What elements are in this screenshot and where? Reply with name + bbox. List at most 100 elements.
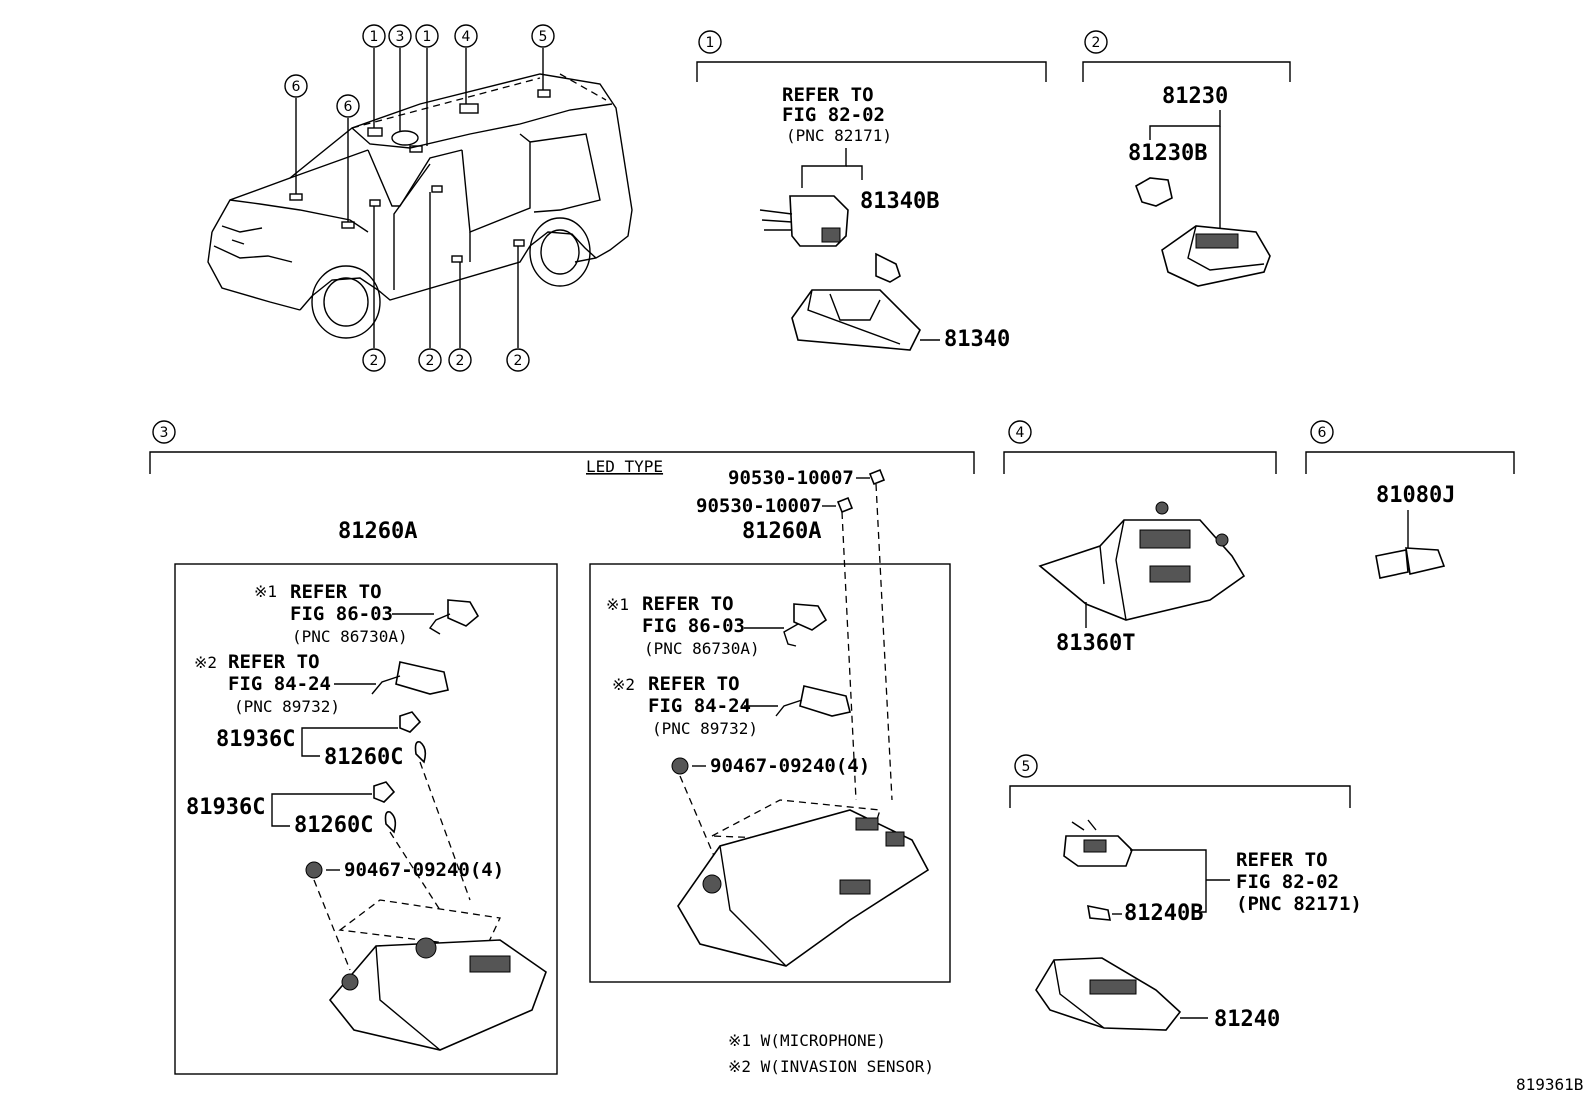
svg-text:(PNC 89732): (PNC 89732) <box>234 697 340 716</box>
section-5-cargo-lamp: 5 REFER TO FIG 82-02 (PNC 82171) 81240B … <box>1009 754 1362 1032</box>
svg-text:5: 5 <box>1022 759 1031 775</box>
svg-text:※2: ※2 <box>194 653 217 672</box>
screw-icon <box>305 861 323 879</box>
svg-text:4: 4 <box>1016 425 1025 441</box>
assembly-part-number: 81260A <box>338 519 417 544</box>
vehicle-illustration <box>207 48 633 348</box>
microphone-icon <box>783 603 828 647</box>
svg-text:3: 3 <box>396 29 405 45</box>
svg-text:2: 2 <box>426 353 435 369</box>
svg-text:FIG 84-24: FIG 84-24 <box>228 673 331 695</box>
part-number: 90467-09240(4) <box>710 755 870 777</box>
callout-circle: 1 <box>415 24 439 48</box>
section-6-footwell-lamp: 6 81080J <box>1305 420 1515 579</box>
svg-text:1: 1 <box>423 29 432 45</box>
assembly-part-number: 81260A <box>742 519 821 544</box>
part-number: 90530-10007 <box>728 467 854 489</box>
part-number: 81340B <box>860 189 939 214</box>
pnc-ref: (PNC 82171) <box>786 126 892 145</box>
svg-text:(PNC 86730A): (PNC 86730A) <box>292 627 408 646</box>
invasion-sensor-icon <box>371 661 449 695</box>
part-number: 81936C <box>186 795 265 820</box>
section-1-map-lamp: 1 REFER TO FIG 82-02 (PNC 82171) 81340B … <box>696 30 1047 352</box>
part-number: 81230B <box>1128 141 1207 166</box>
part-number: 81260C <box>324 745 403 770</box>
callout-circle: 6 <box>336 94 360 118</box>
svg-text:6: 6 <box>1318 425 1327 441</box>
room-lamp-body-icon <box>677 809 930 967</box>
bulb-icon <box>1135 177 1173 207</box>
pnc-ref: (PNC 82171) <box>1236 893 1362 915</box>
callout-circle: 6 <box>284 74 308 98</box>
section-4-console-lamp: 4 81360T <box>1003 420 1277 656</box>
assembly-box <box>174 563 558 1075</box>
callout-circle: 5 <box>531 24 555 48</box>
part-number: 81230 <box>1162 84 1228 109</box>
svg-text:2: 2 <box>1092 35 1101 51</box>
svg-text:5: 5 <box>539 29 548 45</box>
switch-part-icon <box>1063 819 1133 867</box>
svg-text:※1: ※1 <box>606 595 629 614</box>
callout-circle: 2 <box>506 348 530 372</box>
svg-text:REFER TO: REFER TO <box>642 593 734 615</box>
svg-text:※1: ※1 <box>254 582 277 601</box>
svg-text:REFER TO: REFER TO <box>290 581 382 603</box>
callout-circle: 2 <box>448 348 472 372</box>
part-number: 90530-10007 <box>696 495 822 517</box>
section-2-courtesy-lamp: 2 81230 81230B <box>1082 30 1291 287</box>
clip-icon <box>868 468 886 486</box>
section-3-room-lamp: 3 LED TYPE 81260A ※1 REFER TO FIG 86-03 … <box>149 420 975 1076</box>
svg-text:6: 6 <box>292 79 301 95</box>
part-number: 81240B <box>1124 901 1203 926</box>
part-number: 81340 <box>944 327 1010 352</box>
svg-text:FIG 84-24: FIG 84-24 <box>648 695 751 717</box>
courtesy-lamp-icon <box>1161 225 1271 287</box>
cargo-lamp-housing-icon <box>1035 957 1182 1031</box>
part-number: 81360T <box>1056 631 1135 656</box>
footwell-lamp-icon <box>1375 547 1446 579</box>
bulb-icon <box>384 810 397 834</box>
svg-text:REFER TO: REFER TO <box>228 651 320 673</box>
figure-id: 819361B <box>1516 1075 1583 1094</box>
svg-text:2: 2 <box>370 353 379 369</box>
svg-text:REFER TO: REFER TO <box>648 673 740 695</box>
part-number: 81080J <box>1376 483 1455 508</box>
svg-text:6: 6 <box>344 99 353 115</box>
microphone-icon <box>428 599 480 635</box>
bulb-icon <box>1087 904 1111 921</box>
callout-circle: 2 <box>362 348 386 372</box>
svg-text:1: 1 <box>706 35 715 51</box>
callout-circle: 2 <box>418 348 442 372</box>
svg-text:(PNC 86730A): (PNC 86730A) <box>644 639 760 658</box>
invasion-sensor-icon <box>775 685 851 717</box>
svg-text:2: 2 <box>456 353 465 369</box>
screw-icon <box>671 757 689 775</box>
led-type-label: LED TYPE <box>586 457 663 476</box>
svg-text:3: 3 <box>160 425 169 441</box>
part-number: 90467-09240(4) <box>344 859 504 881</box>
part-number: 81936C <box>216 727 295 752</box>
callout-circle: 3 <box>388 24 412 48</box>
room-lamp-body-icon <box>328 937 547 1051</box>
socket-icon <box>399 711 422 733</box>
fig-ref: FIG 82-02 <box>1236 871 1339 893</box>
refer-to-label: REFER TO <box>1236 849 1328 871</box>
clip-icon <box>836 496 854 514</box>
footnote: ※2 W(INVASION SENSOR) <box>728 1057 934 1076</box>
bulb-icon <box>875 252 901 283</box>
svg-text:1: 1 <box>370 29 379 45</box>
assembly-box <box>589 563 951 983</box>
part-number: 81260C <box>294 813 373 838</box>
socket-icon <box>373 781 396 803</box>
refer-to-label: REFER TO <box>782 84 874 106</box>
svg-text:2: 2 <box>514 353 523 369</box>
svg-text:FIG 86-03: FIG 86-03 <box>290 603 393 625</box>
svg-text:(PNC 89732): (PNC 89732) <box>652 719 758 738</box>
svg-text:4: 4 <box>462 29 471 45</box>
bulb-icon <box>414 740 427 764</box>
switch-part-icon <box>759 195 849 247</box>
callout-circle: 1 <box>362 24 386 48</box>
callout-circle: 4 <box>454 24 478 48</box>
svg-text:FIG 86-03: FIG 86-03 <box>642 615 745 637</box>
